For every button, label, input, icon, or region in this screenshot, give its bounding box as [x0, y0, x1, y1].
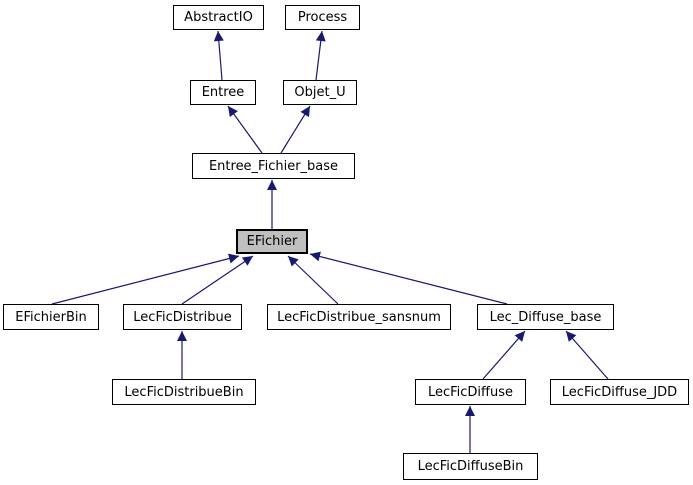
- node-lec-diffuse-base[interactable]: Lec_Diffuse_base: [477, 304, 614, 330]
- node-entree[interactable]: Entree: [190, 80, 256, 105]
- node-entree-fichier-base[interactable]: Entree_Fichier_base: [192, 153, 355, 179]
- node-lecficdiffusebin[interactable]: LecFicDiffuseBin: [403, 453, 538, 480]
- node-process[interactable]: Process: [285, 5, 360, 30]
- edge-entree-fichier-base-to-entree: [227, 105, 263, 154]
- edge-efichierbin-to-efichier: [51, 253, 240, 305]
- node-efichier-current[interactable]: EFichier: [236, 229, 308, 254]
- edge-entree-fichier-base-to-objet-u: [280, 105, 311, 154]
- edge-lec-diffuse-base-to-efichier: [309, 251, 508, 305]
- node-abstractio[interactable]: AbstractIO: [173, 5, 264, 30]
- node-lecficdistribue[interactable]: LecFicDistribue: [123, 304, 242, 330]
- node-lecficdiffuse-jdd[interactable]: LecFicDiffuse_JDD: [550, 379, 689, 405]
- node-lecficdiffuse[interactable]: LecFicDiffuse: [415, 379, 526, 405]
- edge-entree-to-abstractio: [213, 30, 224, 81]
- node-lecficdistribue-sansnum[interactable]: LecFicDistribue_sansnum: [267, 304, 451, 330]
- edge-lecficdiffuse-to-lec-diffuse-base: [482, 330, 526, 380]
- edge-lecficdistribue-to-efichier: [181, 255, 254, 305]
- node-efichierbin[interactable]: EFichierBin: [3, 304, 99, 330]
- node-lecficdistribuebin[interactable]: LecFicDistribueBin: [112, 379, 256, 405]
- edge-objet-u-to-process: [315, 30, 326, 81]
- edge-lecficdistribue-sansnum-to-efichier: [287, 255, 339, 305]
- node-objet-u[interactable]: Objet_U: [283, 80, 357, 105]
- edge-lecficdiffuse-jdd-to-lec-diffuse-base: [565, 330, 609, 380]
